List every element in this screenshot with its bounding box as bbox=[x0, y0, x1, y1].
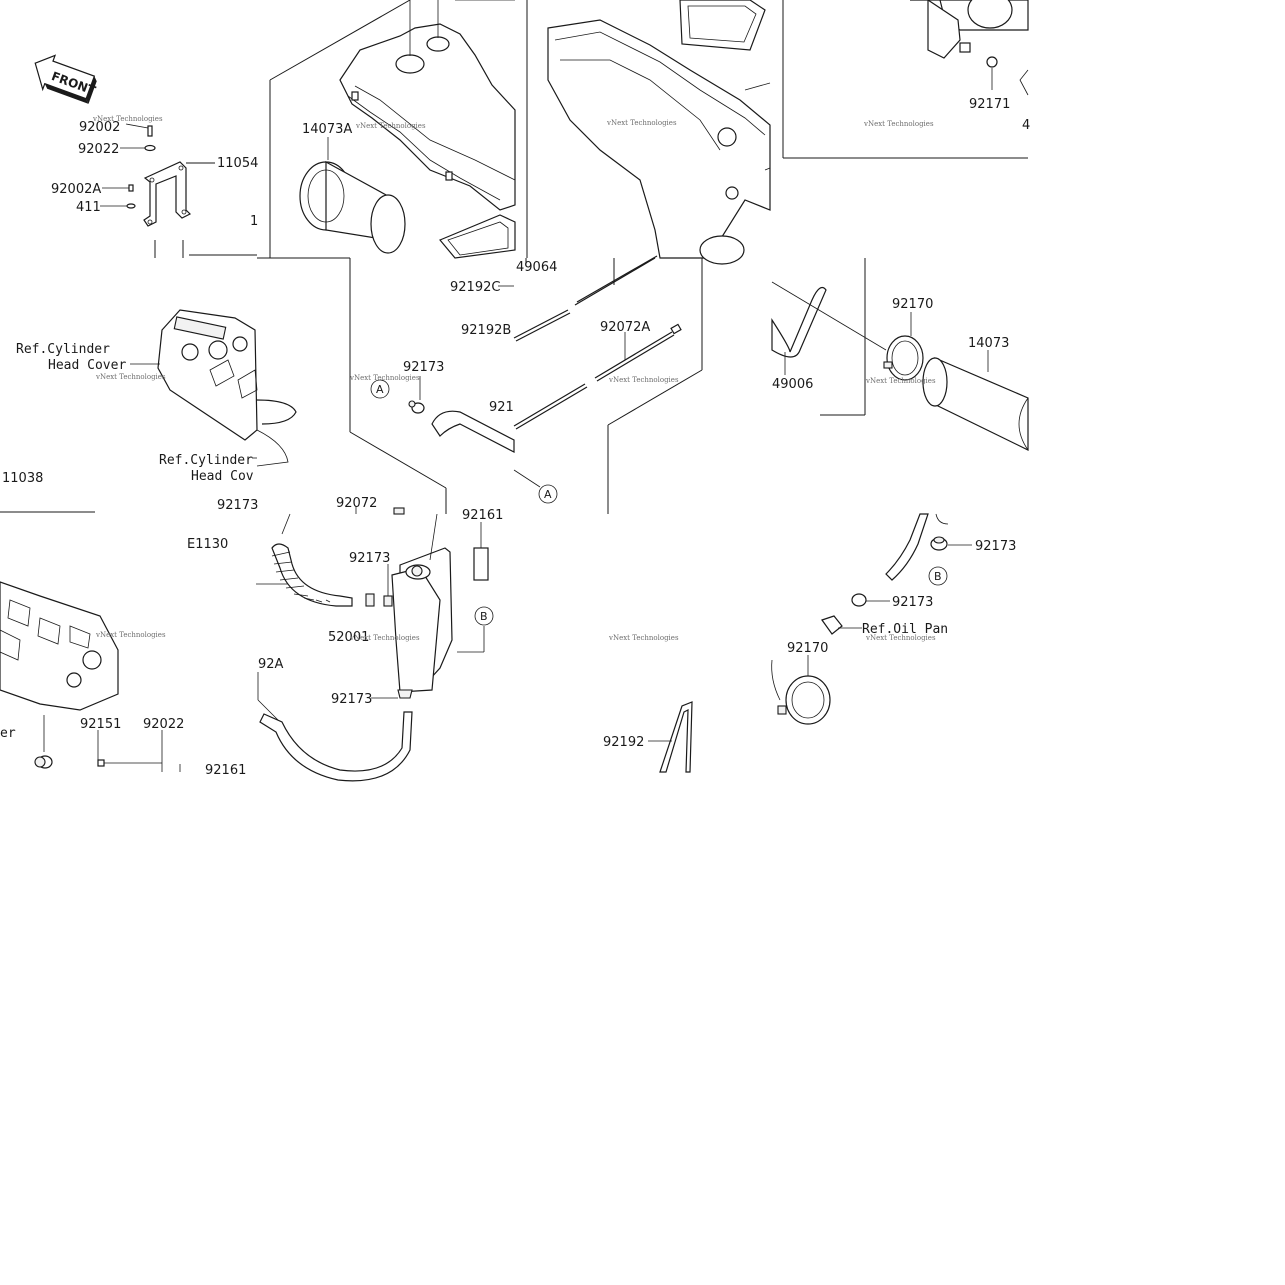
part-number: 52001 bbox=[328, 630, 369, 645]
watermark-text: vNext Technologies bbox=[95, 631, 166, 639]
part-number: E1130 bbox=[187, 537, 228, 552]
oil-separator-tank bbox=[371, 513, 489, 699]
intake-joint bbox=[910, 0, 1029, 96]
watermark-text: vNext Technologies bbox=[865, 377, 936, 385]
ref-partial-label: er bbox=[0, 726, 16, 741]
part-number: 14073 bbox=[968, 336, 1009, 351]
callout-b-circle bbox=[928, 566, 948, 586]
bracket-assembly bbox=[100, 123, 215, 258]
part-number: 11038 bbox=[2, 471, 43, 486]
part-number: 92002 bbox=[79, 120, 120, 135]
part-number: 92022 bbox=[78, 142, 119, 157]
callout-markers: A A B B bbox=[370, 379, 948, 626]
watermark-text: vNext Technologies bbox=[606, 119, 677, 127]
part-number: 4 bbox=[1022, 118, 1030, 133]
outlet-duct-assembly bbox=[771, 281, 1029, 451]
part-number: 92072A bbox=[600, 320, 650, 335]
part-number: 92173 bbox=[892, 595, 933, 610]
part-number: 49064 bbox=[516, 260, 557, 275]
drain-tubes bbox=[498, 255, 682, 430]
corrugated-breather-hose bbox=[256, 506, 405, 607]
part-number: 92161 bbox=[462, 508, 503, 523]
part-number: 49006 bbox=[772, 377, 813, 392]
part-number: 92192B bbox=[461, 323, 511, 338]
watermark-text: vNext Technologies bbox=[349, 634, 420, 642]
watermark-text: vNext Technologies bbox=[865, 634, 936, 642]
part-number: 92171 bbox=[969, 97, 1010, 112]
part-number: 92072 bbox=[336, 496, 377, 511]
part-number: 92173 bbox=[975, 539, 1016, 554]
part-number: 92173 bbox=[403, 360, 444, 375]
reference-labels: Ref.Cylinder Head Cover Ref.Cylinder Hea… bbox=[0, 342, 948, 741]
part-number: 92151 bbox=[80, 717, 121, 732]
watermark-text: vNext Technologies bbox=[863, 120, 934, 128]
part-number: 92192C bbox=[450, 280, 500, 295]
front-arrow-icon: FRONT bbox=[34, 54, 98, 104]
cylinder-head-cover-lower bbox=[0, 581, 181, 772]
ref-cylinder-head-cover-label: Head Cov bbox=[191, 469, 254, 484]
ref-cylinder-head-cover-label: Ref.Cylinder bbox=[159, 453, 253, 468]
drain-tube-lower bbox=[648, 701, 693, 773]
part-number: 92192 bbox=[603, 735, 644, 750]
part-number: 92022 bbox=[143, 717, 184, 732]
breather-hose-upper bbox=[408, 376, 541, 488]
ref-cylinder-head-cover-label: Ref.Cylinder bbox=[16, 342, 110, 357]
part-number: 92161 bbox=[205, 763, 246, 778]
part-number: 92173 bbox=[349, 551, 390, 566]
callout-b-label: B bbox=[934, 570, 942, 583]
part-number-labels: 92002 92022 92002A 411 11054 1 14073A 49… bbox=[2, 97, 1030, 778]
cylinder-head-cover-upper bbox=[130, 309, 297, 467]
part-number: 92002A bbox=[51, 182, 101, 197]
lower-drain-hose bbox=[257, 672, 413, 782]
part-number: 921 bbox=[489, 400, 514, 415]
part-number: 411 bbox=[76, 200, 101, 215]
callout-a-circle bbox=[538, 484, 558, 504]
air-duct bbox=[525, 0, 771, 265]
part-number: 11054 bbox=[217, 156, 258, 171]
part-number: 14073A bbox=[302, 122, 352, 137]
watermarks: vNext Technologies vNext Technologies vN… bbox=[92, 115, 936, 642]
oil-return-hose bbox=[771, 513, 972, 725]
part-number: 92170 bbox=[892, 297, 933, 312]
watermark-text: vNext Technologies bbox=[608, 376, 679, 384]
watermark-text: vNext Technologies bbox=[92, 115, 163, 123]
part-number: 1 bbox=[250, 214, 258, 229]
panel-frames bbox=[0, 0, 1028, 514]
part-number: 92173 bbox=[217, 498, 258, 513]
watermark-text: vNext Technologies bbox=[349, 374, 420, 382]
part-number: 92170 bbox=[787, 641, 828, 656]
watermark-text: vNext Technologies bbox=[95, 373, 166, 381]
callout-b-label: B bbox=[480, 610, 488, 623]
ref-cylinder-head-cover-label: Head Cover bbox=[48, 358, 126, 373]
callout-a-label: A bbox=[544, 488, 552, 501]
watermark-text: vNext Technologies bbox=[608, 634, 679, 642]
part-number: 92173 bbox=[331, 692, 372, 707]
callout-b-circle bbox=[474, 606, 494, 626]
ref-oil-pan-label: Ref.Oil Pan bbox=[862, 622, 948, 637]
callout-a-circle bbox=[370, 379, 390, 399]
air-box-housing bbox=[299, 0, 516, 259]
watermark-text: vNext Technologies bbox=[355, 122, 426, 130]
callout-a-label: A bbox=[376, 383, 384, 396]
part-number: 92A bbox=[258, 657, 284, 672]
